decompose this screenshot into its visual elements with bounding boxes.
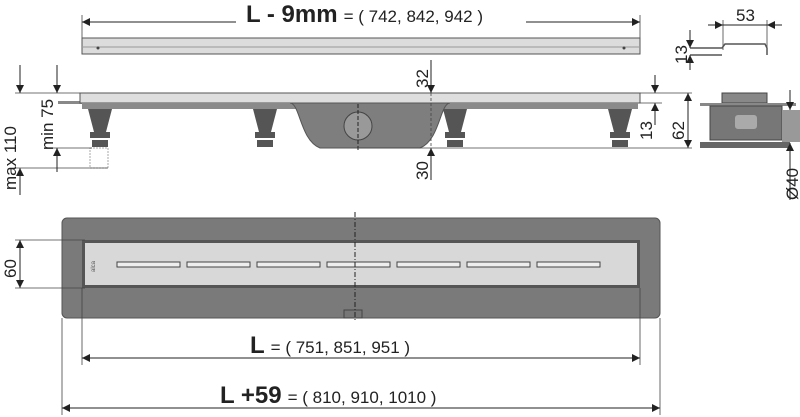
top-length-label: L - 9mm= ( 742, 842, 942 ) [246, 1, 483, 28]
side-view: max 110 min 75 32 30 13 62 [1, 60, 692, 195]
outlet-offset-label: 30 [413, 161, 432, 180]
cross-section-view: Ø40 [700, 90, 800, 200]
outlet [343, 309, 363, 319]
plan-view: alca 60 L= ( 751, 851, 951 ) L +59= ( 81… [1, 212, 661, 415]
grate-slots [116, 261, 601, 268]
outlet-diameter-label: Ø40 [783, 168, 800, 200]
min-height-label: min 75 [38, 99, 57, 150]
frame-height-label: 13 [637, 121, 656, 140]
grate-strip [81, 37, 641, 55]
bracket [690, 43, 768, 56]
bracket-width-label: 53 [736, 6, 755, 25]
grate-strip-view: L - 9mm= ( 742, 842, 942 ) [81, 1, 641, 55]
bracket-detail: 53 13 [672, 6, 782, 70]
bracket-height-label: 13 [672, 45, 691, 64]
adjustable-legs [88, 109, 632, 147]
brand-logo: alca [91, 260, 97, 272]
max-height-label: max 110 [1, 126, 20, 190]
grate-length-label: L= ( 751, 851, 951 ) [250, 332, 410, 359]
total-length-label: L +59= ( 810, 910, 1010 ) [220, 382, 436, 409]
plan-width-label: 60 [1, 259, 20, 278]
body-height-label: 62 [669, 121, 688, 140]
frame-profile [79, 92, 641, 104]
top-offset-label: 32 [413, 69, 432, 88]
